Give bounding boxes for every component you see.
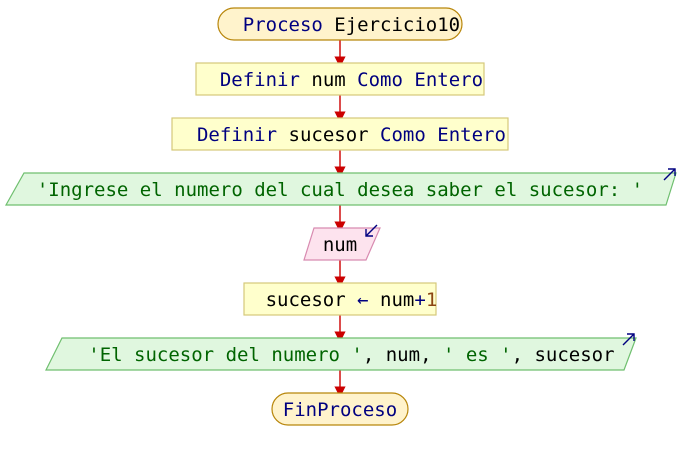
output-result-shape xyxy=(45,337,637,371)
assign-arrow-icon: ← xyxy=(357,289,368,311)
type-keyword: Entero xyxy=(437,124,506,146)
assign-target: sucesor xyxy=(266,289,346,311)
output-result-text: 'El sucesor del numero ', num, ' es ', s… xyxy=(8,344,672,366)
output-arrow-icon xyxy=(663,168,676,181)
assign-source: num xyxy=(380,289,414,311)
output-var-2: sucesor xyxy=(534,344,614,366)
assign-node[interactable]: sucesor ← num+1 xyxy=(186,282,495,316)
define-num-node[interactable]: Definir num Como Entero xyxy=(140,62,540,96)
start-node-shape xyxy=(217,7,463,41)
output-string-2: ' es ' xyxy=(443,344,512,366)
define-var-name: sucesor xyxy=(289,124,369,146)
input-num-shape xyxy=(303,227,381,261)
define-keyword: Definir xyxy=(220,69,300,91)
output-prompt-text: 'Ingrese el numero del cual desea saber … xyxy=(37,179,643,201)
end-node-text: FinProceso xyxy=(283,399,397,421)
assign-shape xyxy=(243,282,437,316)
define-keyword: Definir xyxy=(197,124,277,146)
start-keyword: Proceso xyxy=(243,14,323,36)
output-string-1: 'El sucesor del numero ' xyxy=(88,344,363,366)
start-node-text: Proceso Ejercicio10 xyxy=(163,14,518,36)
output-result-node[interactable]: 'El sucesor del numero ', num, ' es ', s… xyxy=(8,333,672,371)
como-keyword: Como xyxy=(357,69,403,91)
end-node-shape xyxy=(271,392,409,426)
output-prompt-node[interactable]: 'Ingrese el numero del cual desea saber … xyxy=(4,168,677,206)
define-sucesor-shape xyxy=(171,117,509,151)
end-node[interactable]: FinProceso xyxy=(271,392,409,426)
assign-operator: + xyxy=(414,289,425,311)
define-num-text: Definir num Como Entero xyxy=(140,69,540,91)
output-arrow-icon xyxy=(622,333,635,346)
output-prompt-shape xyxy=(4,172,677,206)
type-keyword: Entero xyxy=(414,69,483,91)
como-keyword: Como xyxy=(380,124,426,146)
define-sucesor-text: Definir sucesor Como Entero xyxy=(117,124,563,146)
define-sucesor-node[interactable]: Definir sucesor Como Entero xyxy=(117,117,563,151)
separator-2: , xyxy=(420,344,443,366)
separator-3: , xyxy=(512,344,535,366)
process-name: Ejercicio10 xyxy=(334,14,460,36)
define-var-name: num xyxy=(311,69,345,91)
start-node[interactable]: Proceso Ejercicio10 xyxy=(163,7,518,41)
assign-text: sucesor ← num+1 xyxy=(186,289,495,311)
input-arrow-icon xyxy=(365,224,378,237)
assign-literal: 1 xyxy=(426,289,437,311)
input-num-node[interactable]: num xyxy=(303,224,381,261)
separator-1: , xyxy=(363,344,386,366)
define-num-shape xyxy=(195,62,485,96)
input-var-text: num xyxy=(323,234,357,256)
output-var-1: num xyxy=(386,344,420,366)
